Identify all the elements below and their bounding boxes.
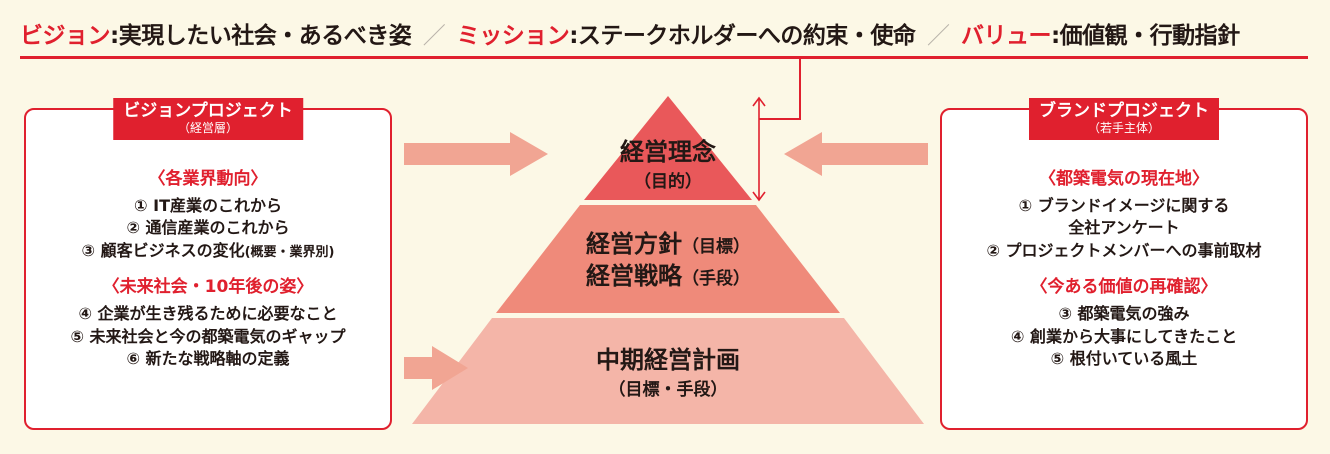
arrow-right-icon bbox=[404, 346, 468, 390]
arrow-left-icon bbox=[784, 132, 928, 176]
double-arrow-icon bbox=[752, 96, 766, 202]
list-item: ⑥ 新たな戦略軸の定義 bbox=[126, 348, 290, 368]
pyramid-tier-bottom bbox=[412, 318, 924, 424]
management-philosophy-sub: （目的） bbox=[634, 172, 702, 192]
management-strategy-sub: （手段） bbox=[682, 269, 750, 290]
list-item: ④ 企業が生き残るために必要なこと bbox=[78, 304, 338, 324]
section-heading: 〈未来社会・10年後の姿〉 bbox=[102, 277, 314, 298]
panel-subtitle: （若手主体） bbox=[1087, 120, 1160, 135]
definition-header: ビジョン:実現したい社会・あるべき姿 ／ ミッション:ステークホルダーへの約束・… bbox=[20, 16, 1320, 50]
list-item: ① IT産業のこれから bbox=[134, 196, 282, 215]
management-philosophy: 経営理念 bbox=[620, 138, 716, 166]
value-definition: :価値観・行動指針 bbox=[1050, 23, 1240, 49]
management-policy: 経営方針 bbox=[586, 230, 682, 258]
mission-definition: :ステークホルダーへの約束・使命 bbox=[569, 23, 916, 49]
midterm-plan: 中期経営計画 bbox=[596, 346, 740, 374]
arrow-right-icon bbox=[404, 132, 548, 176]
separator-slash: ／ bbox=[422, 23, 446, 49]
tier-top-label: 経営理念 （目的） bbox=[588, 132, 748, 192]
separator-slash: ／ bbox=[926, 23, 950, 49]
brand-project-header: ブランドプロジェクト （若手主体） bbox=[1029, 98, 1219, 141]
vision-project-header: ビジョンプロジェクト （経営層） bbox=[113, 98, 303, 141]
pyramid-tier-top bbox=[584, 96, 752, 200]
brand-project-panel: ブランドプロジェクト （若手主体） 〈都築電気の現在地〉 ① ブランドイメージに… bbox=[940, 98, 1308, 430]
vision-label: ビジョン bbox=[20, 23, 111, 49]
midterm-plan-sub: （目標・手段） bbox=[608, 380, 728, 400]
section-heading: 〈各業界動向〉 bbox=[148, 169, 268, 189]
header-connector-line bbox=[759, 58, 801, 120]
tier-middle-label: 経営方針（目標） 経営戦略（手段） bbox=[540, 228, 796, 293]
value-label: バリュー bbox=[960, 23, 1052, 49]
list-item: ④ 創業から大事にしてきたこと bbox=[1010, 326, 1238, 346]
tier-bottom-label: 中期経営計画 （目標・手段） bbox=[518, 340, 818, 400]
section-heading: 〈都築電気の現在地〉 bbox=[1039, 169, 1209, 189]
list-item: ② プロジェクトメンバーへの事前取材 bbox=[986, 240, 1262, 260]
management-policy-sub: （目標） bbox=[682, 237, 750, 257]
list-item: ⑤ 未来社会と今の都築電気のギャップ bbox=[70, 326, 346, 346]
pyramid-tier-middle bbox=[496, 205, 840, 313]
section-heading: 〈今ある価値の再確認〉 bbox=[1030, 277, 1218, 298]
list-item: ⑤ 根付いている風土 bbox=[1050, 348, 1198, 368]
vision-project-panel: ビジョンプロジェクト （経営層） 〈各業界動向〉 ① IT産業のこれから ② 通… bbox=[24, 98, 392, 430]
panel-title: ブランドプロジェクト bbox=[1039, 101, 1209, 121]
vision-definition: :実現したい社会・あるべき姿 bbox=[110, 23, 412, 49]
list-item: ① ブランドイメージに関する bbox=[1018, 196, 1230, 215]
panel-title: ビジョンプロジェクト bbox=[123, 101, 293, 121]
mission-label: ミッション bbox=[456, 23, 570, 49]
header-rule bbox=[20, 56, 1308, 59]
list-item: ③ 都築電気の強み bbox=[1058, 304, 1190, 324]
list-item: ② 通信産業のこれから bbox=[126, 218, 290, 238]
list-item: 全社アンケート bbox=[1068, 218, 1180, 238]
list-item: ③ 顧客ビジネスの変化(概要・業界別) bbox=[81, 240, 335, 260]
management-strategy: 経営戦略 bbox=[586, 262, 682, 291]
panel-subtitle: （経営層） bbox=[177, 120, 238, 135]
